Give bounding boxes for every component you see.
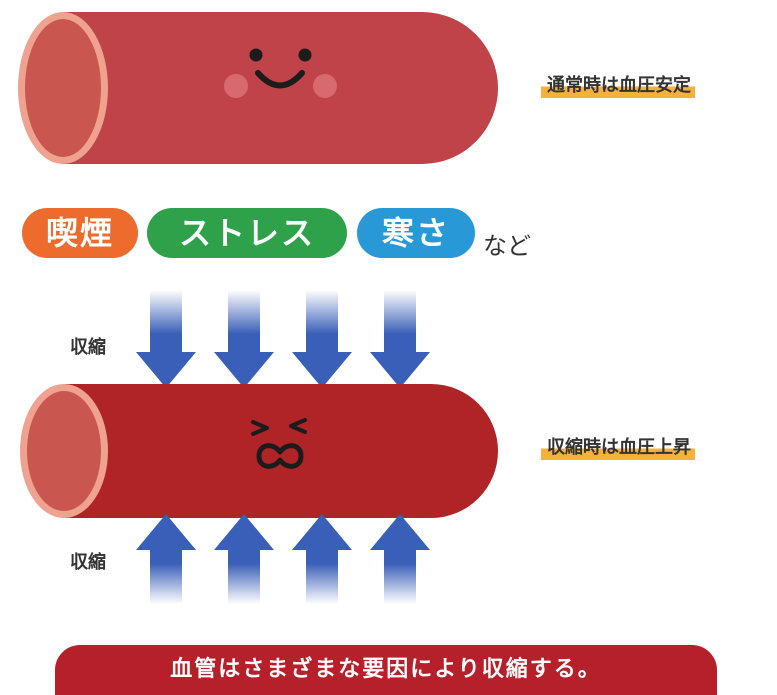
- arrow-down-icon: [370, 290, 430, 388]
- contraction-label-bottom: 収縮: [70, 552, 106, 573]
- conclusion-banner: 血管はさまざまな要因により収縮する。: [55, 645, 717, 695]
- compression-arrows-bottom: [136, 514, 430, 604]
- contracted-blood-vessel: [20, 384, 498, 518]
- cause-stress-pill: ストレス: [147, 208, 347, 258]
- arrow-up-icon: [370, 514, 430, 604]
- causes-suffix: など: [483, 232, 531, 260]
- arrow-down-icon: [136, 290, 196, 388]
- arrow-up-icon: [214, 514, 274, 604]
- cause-cold-pill: 寒さ: [357, 208, 475, 258]
- arrow-down-icon: [214, 290, 274, 388]
- compression-arrows-top: [136, 290, 430, 388]
- vessel-opening: [20, 384, 108, 518]
- distressed-face-icon: [251, 418, 307, 469]
- contraction-label-top: 収縮: [70, 337, 106, 358]
- normal-caption: 通常時は血圧安定: [541, 74, 695, 98]
- normal-blood-vessel: [18, 12, 498, 164]
- happy-face-icon: [224, 48, 337, 98]
- arrow-down-icon: [292, 290, 352, 388]
- cause-smoking-pill: 喫煙: [22, 208, 138, 258]
- arrow-up-icon: [136, 514, 196, 604]
- arrow-up-icon: [292, 514, 352, 604]
- contracted-caption: 収縮時は血圧上昇: [541, 436, 695, 460]
- vessel-opening: [18, 12, 108, 164]
